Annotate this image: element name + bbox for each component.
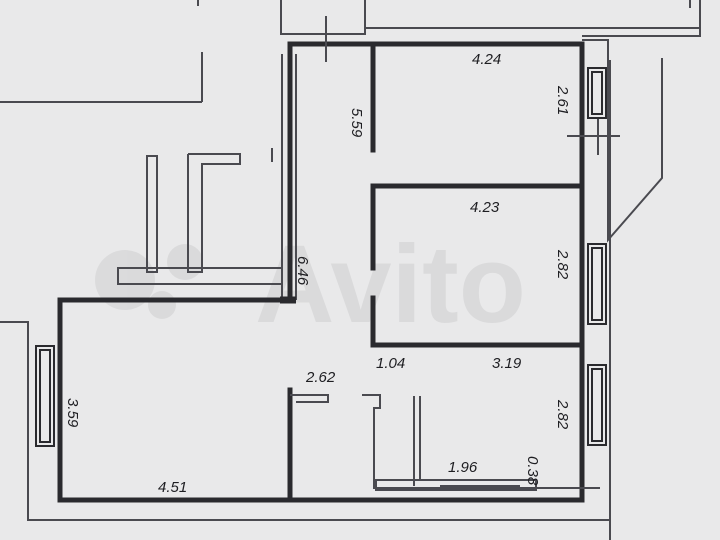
window-lower-right bbox=[587, 364, 607, 446]
dim-mid-right-width: 4.23 bbox=[470, 199, 500, 216]
dim-top-right-width: 4.24 bbox=[472, 51, 501, 68]
dim-mid-right-height: 2.82 bbox=[554, 249, 571, 280]
dim-bottom-strip-width: 1.96 bbox=[448, 459, 478, 476]
window-mid-right bbox=[587, 243, 607, 325]
window-upper-right bbox=[587, 67, 607, 119]
dim-wc-width: 1.04 bbox=[376, 355, 405, 372]
avito-watermark: Avito bbox=[95, 223, 526, 346]
walls bbox=[57, 41, 585, 503]
dim-bottom-strip-height: 0.38 bbox=[524, 456, 541, 486]
windows bbox=[35, 67, 607, 447]
dim-kitchen-hall-width: 3.19 bbox=[492, 355, 522, 372]
svg-text:Avito: Avito bbox=[255, 223, 526, 346]
thin-lines bbox=[0, 0, 701, 540]
dim-corridor-wall-height: 6.46 bbox=[294, 256, 311, 286]
dim-top-right-left-height: 5.59 bbox=[348, 108, 365, 138]
dim-bottom-right-height: 2.82 bbox=[554, 399, 571, 430]
window-left bbox=[35, 345, 55, 447]
dim-left-room-height: 3.59 bbox=[64, 398, 81, 428]
dim-bathroom-width: 2.62 bbox=[305, 369, 336, 386]
dim-top-right-right-height: 2.61 bbox=[554, 85, 571, 115]
dim-left-room-width: 4.51 bbox=[158, 479, 187, 496]
